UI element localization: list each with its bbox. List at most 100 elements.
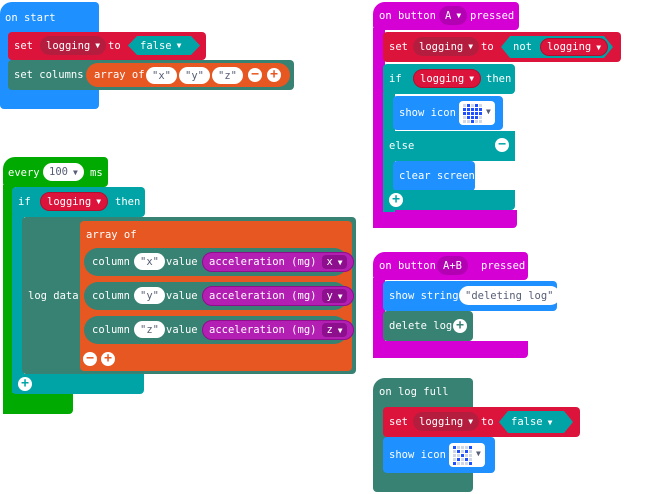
on-button-ab-body [373,278,385,358]
remove-item-button[interactable]: − [248,68,262,82]
remove-else-button[interactable]: − [495,138,509,152]
value-label: value [166,256,198,268]
acceleration-x-block[interactable]: acceleration (mg) x▼ [202,252,354,272]
if-else-block[interactable]: if logging▼ then [383,64,515,94]
on-button-label: on button [379,10,436,22]
add-item-button[interactable]: + [101,352,115,366]
then-label: then [486,73,512,85]
set-logging-block[interactable]: set logging▼ to false▼ [383,407,580,437]
add-else-if-button[interactable]: + [389,193,403,207]
false-value-dropdown[interactable]: false▼ [128,36,200,55]
logging-condition-dropdown[interactable]: logging▼ [40,192,109,211]
clear-screen-label: clear screen [399,170,475,182]
array-of-label: array of [94,69,145,81]
string-value-input[interactable]: "deleting log" [459,286,560,305]
ms-label: ms [90,167,103,179]
false-value-dropdown[interactable]: false▼ [499,411,573,433]
if-block[interactable]: if logging▼ then [12,187,145,217]
logging-variable-dropdown[interactable]: logging▼ [413,37,480,56]
column-x-row[interactable]: column "x" value acceleration (mg) x▼ [84,248,354,276]
on-button-a-block[interactable]: on button A▼ pressed [373,2,519,30]
column-y-string[interactable]: "y" [179,67,210,84]
on-button-ab-block[interactable]: on button A+B pressed [373,252,528,280]
show-icon-block[interactable]: show icon ▼ [383,437,495,473]
column-label: column [92,290,130,302]
chevron-down-icon: ▼ [486,107,491,116]
x-icon [451,444,474,467]
not-block[interactable]: not logging▼ [501,36,613,58]
to-label: to [481,416,494,428]
heart-icon [461,102,484,125]
if-label: if [389,73,402,85]
array-of-label: array of [86,229,137,241]
logging-variable-dropdown[interactable]: logging▼ [413,412,480,431]
chevron-down-icon: ▼ [337,258,343,267]
chevron-down-icon: ▼ [468,42,474,51]
chevron-down-icon: ▼ [596,42,602,52]
logging-variable-dropdown[interactable]: logging▼ [540,38,608,56]
interval-dropdown[interactable]: 100▼ [43,163,84,181]
array-of-block[interactable]: array of column "x" value acceleration (… [80,221,354,371]
else-row: else − [383,131,515,161]
show-string-label: show string [389,290,459,302]
pressed-label: pressed [481,260,526,272]
on-button-a-body [373,28,385,228]
add-item-button[interactable]: + [267,68,281,82]
if-label: if [18,196,31,208]
on-start-label: on start [5,12,56,24]
chevron-down-icon: ▼ [72,167,78,177]
button-ab-dropdown[interactable]: A+B [437,256,468,275]
set-label: set [14,40,33,52]
show-icon-label: show icon [389,449,446,461]
log-data-block[interactable]: log data array of column "x" value accel… [22,217,356,374]
to-label: to [481,41,494,53]
on-button-label: on button [379,260,436,272]
clear-screen-block[interactable]: clear screen [393,161,475,191]
column-z-string[interactable]: "z" [134,321,165,338]
chevron-down-icon: ▼ [95,41,101,50]
column-label: column [92,324,130,336]
array-of-block[interactable]: array of "x" "y" "z" − + [86,63,290,87]
logging-condition-dropdown[interactable]: logging▼ [413,69,482,88]
to-label: to [108,40,121,52]
column-z-row[interactable]: column "z" value acceleration (mg) z▼ [84,316,354,344]
column-x-string[interactable]: "x" [134,253,165,270]
add-else-button[interactable]: + [18,377,32,391]
show-icon-label: show icon [399,107,456,119]
column-y-row[interactable]: column "y" value acceleration (mg) y▼ [84,282,354,310]
set-logging-block[interactable]: set logging▼ to false▼ [8,32,206,60]
column-z-string[interactable]: "z" [212,67,243,84]
acceleration-z-block[interactable]: acceleration (mg) z▼ [202,320,354,340]
chevron-down-icon: ▼ [456,11,462,20]
set-logging-block[interactable]: set logging▼ to not logging▼ [383,32,621,62]
button-a-dropdown[interactable]: A▼ [439,6,468,25]
else-label: else [389,140,415,152]
set-label: set [389,416,408,428]
delete-log-label: delete log [389,320,453,332]
every-block[interactable]: every 100▼ ms [3,157,108,187]
if-block-foot: + [12,374,144,394]
on-button-a-foot [373,210,517,228]
chevron-down-icon: ▼ [547,417,553,427]
if-else-foot: + [383,190,515,210]
show-string-block[interactable]: show string "deleting log" [383,281,560,311]
column-label: column [92,256,130,268]
chevron-down-icon: ▼ [176,41,182,50]
remove-item-button[interactable]: − [83,352,97,366]
column-x-string[interactable]: "x" [146,67,177,84]
chevron-down-icon: ▼ [337,292,343,301]
on-log-full-label: on log full [379,386,449,398]
set-label: set [389,41,408,53]
acceleration-y-block[interactable]: acceleration (mg) y▼ [202,286,354,306]
show-icon-block[interactable]: show icon ▼ [393,96,503,130]
if-block-body [12,215,24,393]
chevron-down-icon: ▼ [337,326,343,335]
column-y-string[interactable]: "y" [134,287,165,304]
set-columns-block[interactable]: set columns array of "x" "y" "z" − + [8,60,294,90]
chevron-down-icon: ▼ [468,417,474,426]
value-label: value [166,290,198,302]
add-option-button[interactable]: + [453,319,467,333]
logging-variable-dropdown[interactable]: logging▼ [40,36,107,55]
delete-log-block[interactable]: delete log + [383,311,473,341]
chevron-down-icon: ▼ [96,197,102,206]
